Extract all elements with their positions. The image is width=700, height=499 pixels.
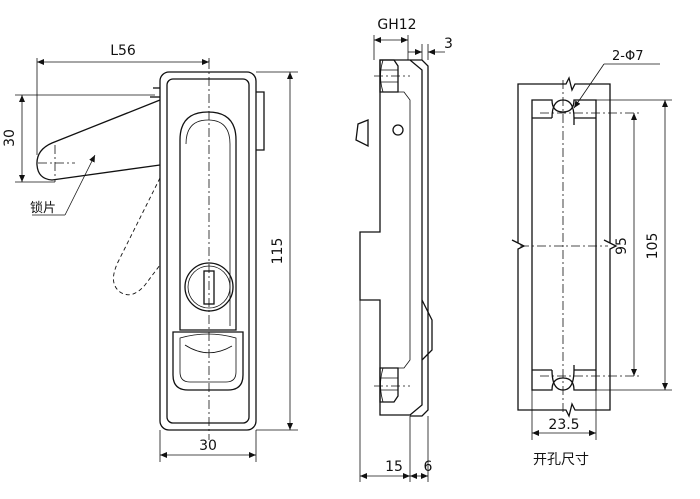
cutout-caption: 开孔尺寸 <box>533 452 589 468</box>
front-view: L56 30 锁片 115 30 <box>2 43 298 462</box>
handle-bottom-cup <box>172 331 244 391</box>
dim-label-bottom-30: 30 <box>199 438 217 454</box>
lever-leader-line <box>64 154 96 216</box>
dim-label-3: 3 <box>444 36 453 52</box>
handle-capsule <box>179 111 237 331</box>
side-body-profile <box>359 59 423 416</box>
cutout-shape <box>531 99 597 391</box>
dim-label-lever-30: 30 <box>2 129 18 147</box>
dim-label-23-5: 23.5 <box>548 417 579 433</box>
dim-label-105: 105 <box>645 233 661 260</box>
side-lever-bump <box>355 119 369 148</box>
holes-leader-line <box>573 63 605 109</box>
dim-label-95: 95 <box>614 237 630 255</box>
front-inner-rim <box>166 78 250 424</box>
pivot-hole <box>392 124 404 136</box>
dim-label-l56: L56 <box>110 43 136 59</box>
dim-label-15: 15 <box>385 459 403 475</box>
cutout-view: 2-Φ7 95 105 23.5 开孔尺寸 <box>511 49 672 468</box>
dim-label-115: 115 <box>270 238 286 265</box>
lock-lever-blade <box>36 99 161 181</box>
side-view: GH12 3 15 6 <box>355 17 453 482</box>
bottom-nut <box>379 367 399 403</box>
lever-swung-position <box>113 177 161 296</box>
dim-label-6: 6 <box>424 459 433 475</box>
top-nut <box>379 59 399 93</box>
holes-label: 2-Φ7 <box>612 49 643 64</box>
side-flange <box>410 59 429 417</box>
dim-label-gh12: GH12 <box>377 17 416 33</box>
front-outer-body <box>159 71 257 431</box>
lever-part-label: 锁片 <box>30 200 56 216</box>
panel-outline <box>511 76 618 418</box>
